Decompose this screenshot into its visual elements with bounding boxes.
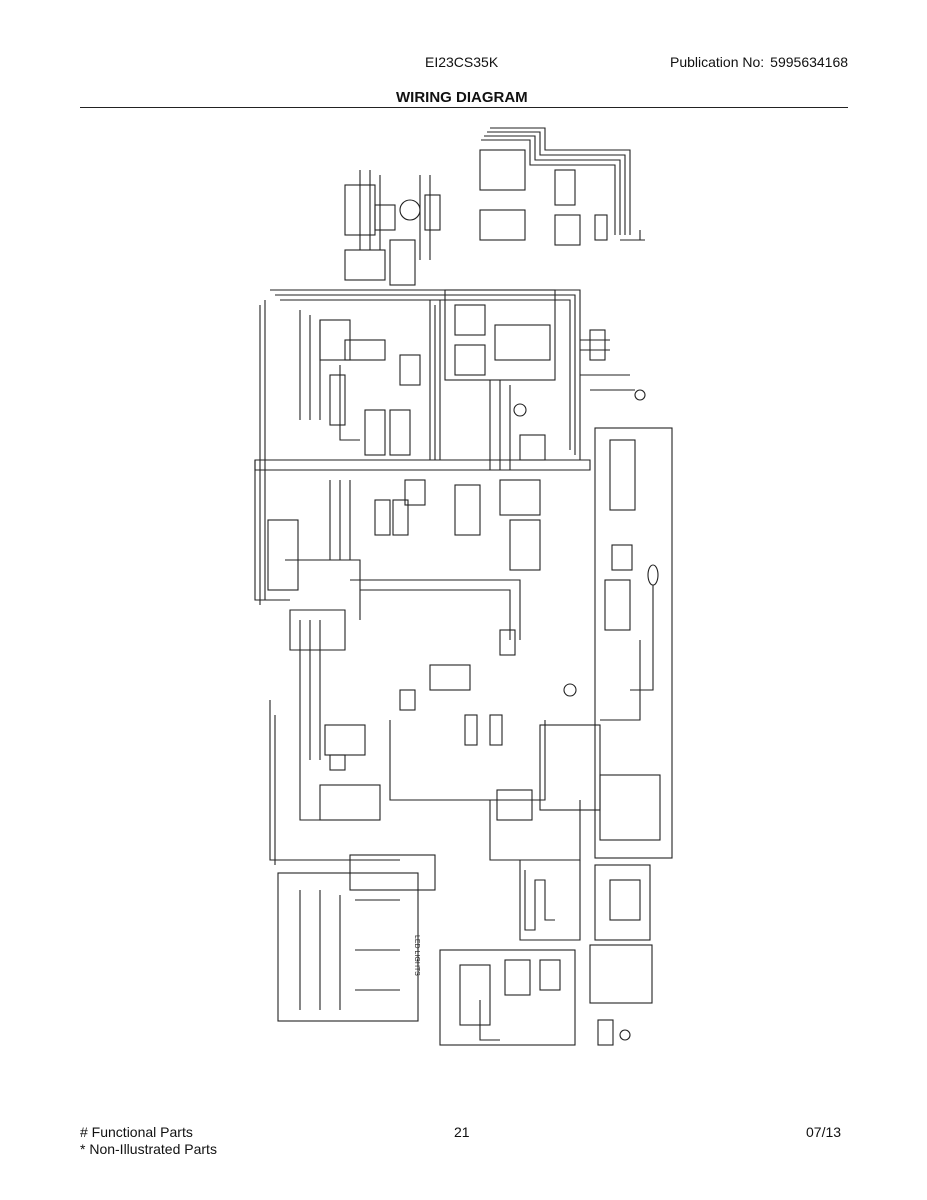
footer-notes: # Functional Parts * Non-Illustrated Par… — [80, 1124, 217, 1158]
wiring-diagram: LED LIGHTS — [254, 127, 673, 1046]
functional-parts-note: # Functional Parts — [80, 1124, 193, 1140]
publication-number: 5995634168 — [770, 54, 849, 70]
model-number: EI23CS35K — [425, 54, 499, 70]
page-title: WIRING DIAGRAM — [396, 89, 528, 106]
non-illustrated-parts-note: * Non-Illustrated Parts — [80, 1141, 217, 1157]
led-lights-label: LED LIGHTS — [413, 935, 420, 976]
page-number: 21 — [454, 1124, 470, 1140]
header-divider — [80, 107, 848, 108]
footer-date: 07/13 — [806, 1124, 842, 1140]
publication-info: Publication No: 5995634168 — [670, 54, 848, 70]
publication-label: Publication No: — [670, 54, 765, 70]
